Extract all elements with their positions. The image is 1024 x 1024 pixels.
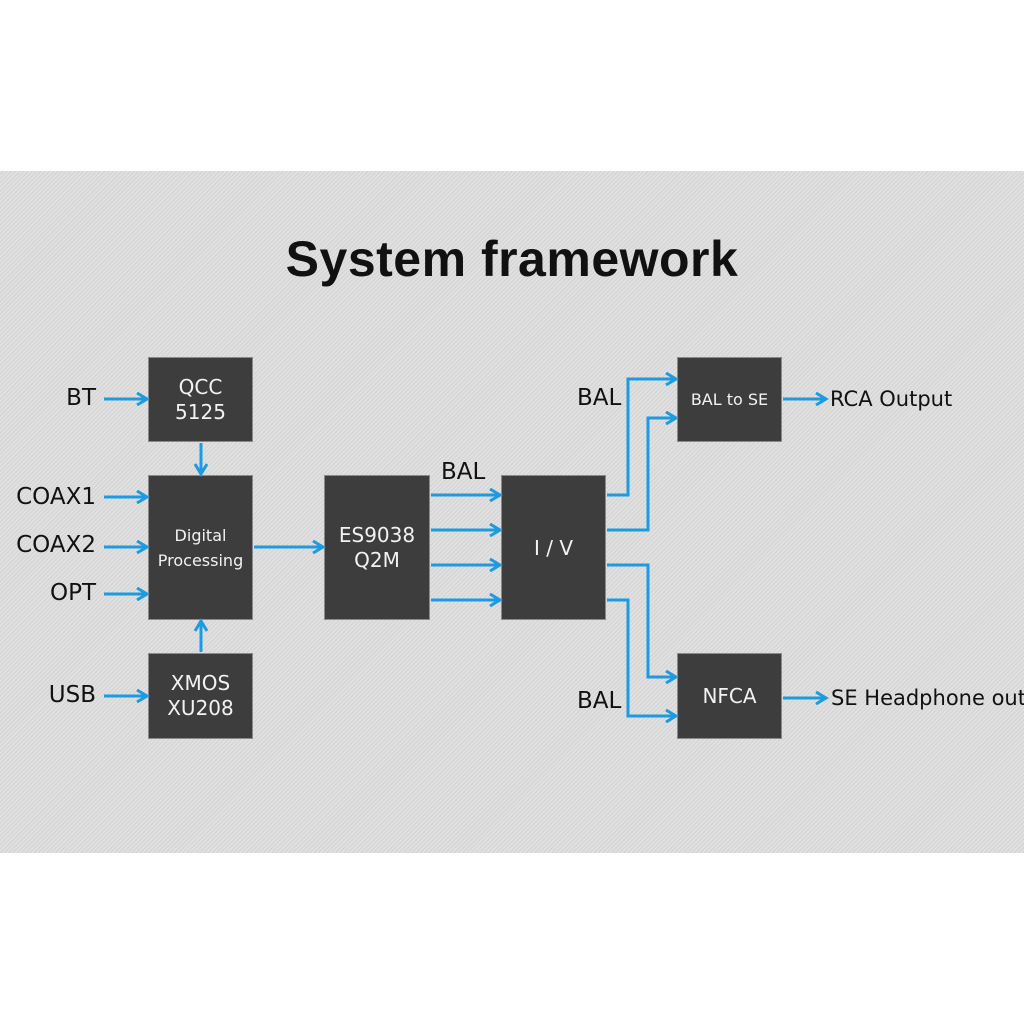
block-bal-to-se: BAL to SE: [677, 357, 782, 442]
input-label-bt: BT: [66, 385, 96, 411]
block-qcc5125-label: QCC 5125: [175, 374, 226, 424]
block-xmos-xu208-label: XMOS XU208: [167, 671, 234, 720]
block-xmos-xu208: XMOS XU208: [148, 653, 253, 739]
block-iv-label: I / V: [533, 535, 574, 560]
signal-label-dac-bal: BAL: [441, 459, 486, 485]
block-nfca: NFCA: [677, 653, 782, 739]
output-label-headphone: SE Headphone out: [831, 686, 1024, 710]
block-digital-processing-label: Digital Processing: [157, 525, 244, 570]
input-label-coax1: COAX1: [16, 484, 96, 510]
signal-label-bal-upper: BAL: [577, 385, 622, 411]
input-label-usb: USB: [48, 682, 96, 708]
block-digital-processing: Digital Processing: [148, 475, 253, 620]
output-label-rca: RCA Output: [830, 387, 953, 411]
signal-label-bal-lower: BAL: [577, 688, 622, 714]
block-qcc5125: QCC 5125: [148, 357, 253, 442]
block-bal-to-se-label: BAL to SE: [690, 390, 769, 409]
input-label-opt: OPT: [49, 580, 96, 606]
block-es9038q2m-label: ES9038 Q2M: [338, 522, 416, 572]
diagram-title: System framework: [285, 231, 739, 287]
input-label-coax2: COAX2: [16, 532, 96, 558]
block-nfca-label: NFCA: [702, 684, 757, 708]
block-es9038q2m: ES9038 Q2M: [324, 475, 430, 620]
block-iv: I / V: [501, 475, 606, 620]
